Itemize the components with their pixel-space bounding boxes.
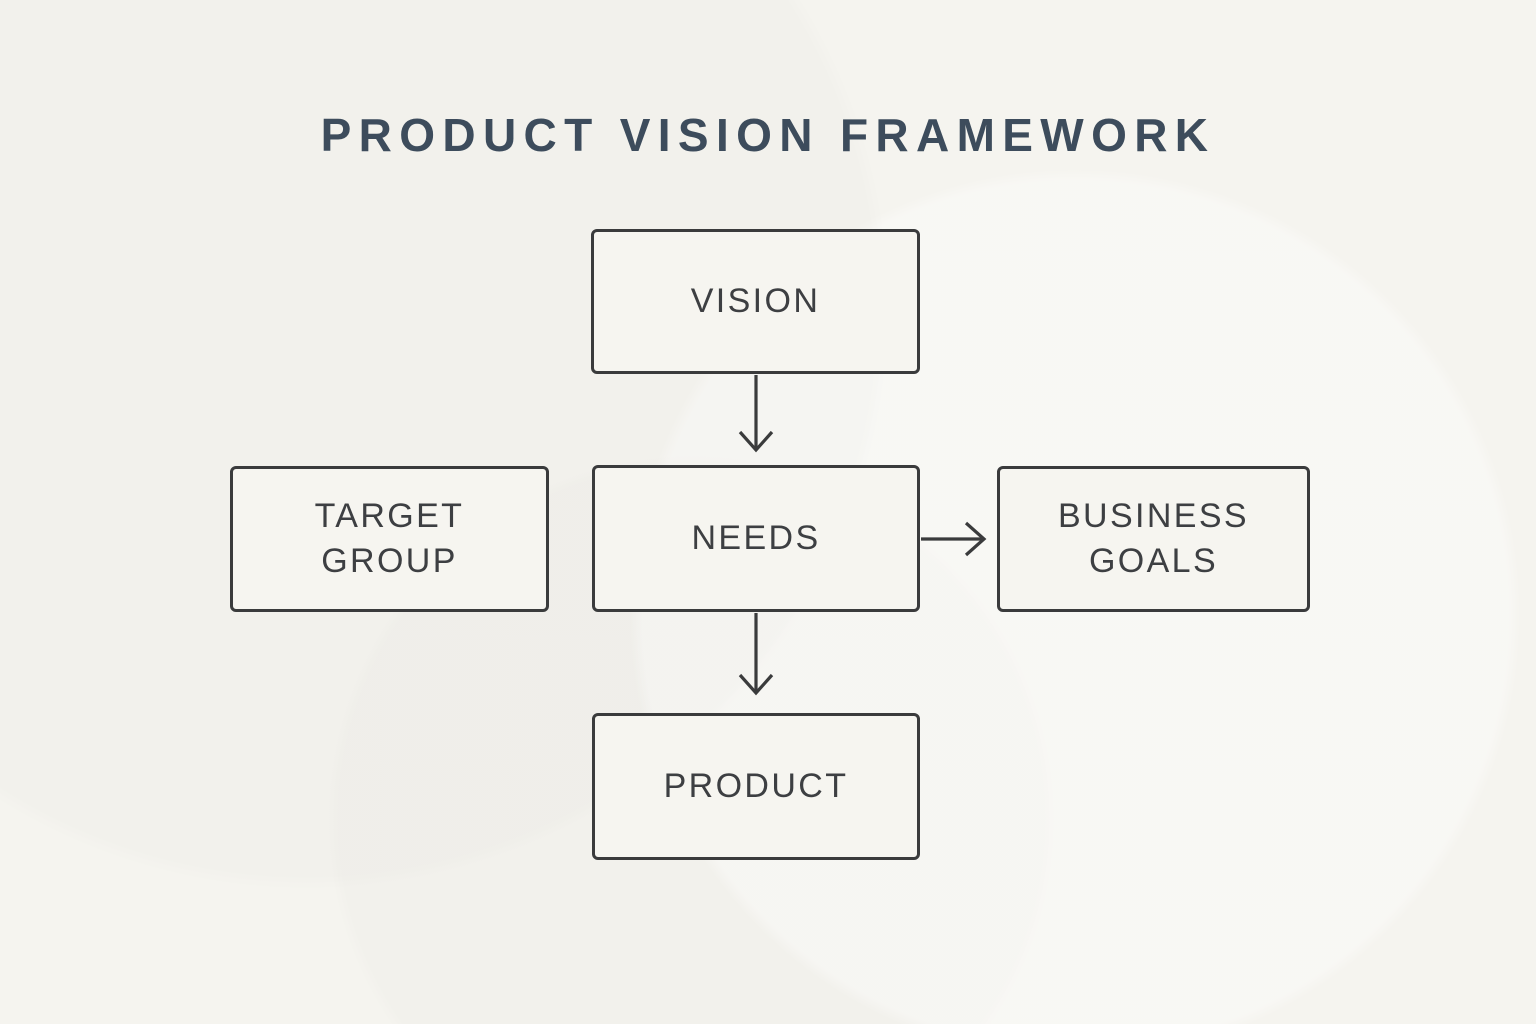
arrow-needs-to-business-goals	[921, 521, 987, 557]
node-vision-label: VISION	[690, 282, 821, 321]
node-product: PRODUCT	[592, 713, 920, 860]
node-product-label: PRODUCT	[663, 767, 849, 806]
node-business-goals-label: BUSINESS GOALS	[1058, 497, 1249, 580]
node-business-goals: BUSINESS GOALS	[997, 466, 1310, 612]
node-target-group-label: TARGET GROUP	[314, 497, 465, 580]
node-needs-label: NEEDS	[691, 519, 821, 558]
node-vision: VISION	[591, 229, 920, 374]
arrow-needs-to-product	[738, 613, 774, 696]
node-needs: NEEDS	[592, 465, 920, 612]
arrow-vision-to-needs	[738, 375, 774, 453]
diagram-title: PRODUCT VISION FRAMEWORK	[320, 109, 1216, 161]
node-target-group: TARGET GROUP	[230, 466, 549, 612]
